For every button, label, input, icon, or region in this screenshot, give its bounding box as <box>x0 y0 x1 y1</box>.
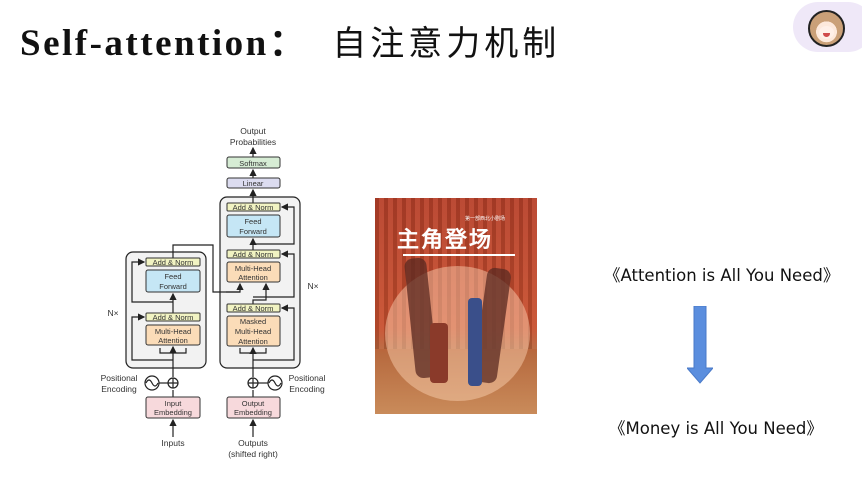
title-cn: 自注意力机制 <box>332 24 561 64</box>
encoder-add-norm-1 <box>145 312 201 322</box>
decoder-feed-forward <box>226 214 281 238</box>
down-arrow-icon <box>687 306 713 384</box>
label-multi-head: Multi-Head <box>235 327 271 336</box>
label-add-norm: Add & Norm <box>233 304 274 313</box>
decoder-add-norm-2 <box>226 249 281 259</box>
label-nx-decoder: N× <box>307 281 318 291</box>
decoder-add-norm-1 <box>226 303 281 313</box>
title-en: Self-attention： <box>20 23 309 64</box>
poster-subtitle: 第一部西北小剧场 <box>465 216 506 222</box>
label-feed: Feed <box>164 272 181 281</box>
label-nx-encoder: N× <box>107 308 118 318</box>
decoder-masked-attention <box>226 315 281 347</box>
label-output: Output <box>240 126 266 136</box>
encoder-block <box>125 251 207 369</box>
encoder-feed-forward <box>145 269 201 293</box>
poster-title: 主角登场 <box>397 228 494 253</box>
label-attention: Attention <box>238 337 268 346</box>
label-positional: Positional <box>101 373 138 383</box>
label-add-norm: Add & Norm <box>153 313 194 322</box>
label-linear: Linear <box>243 179 264 188</box>
label-multi-head: Multi-Head <box>235 264 271 273</box>
label-encoding: Encoding <box>289 384 325 394</box>
label-feed: Feed <box>244 217 261 226</box>
label-attention: Attention <box>158 336 188 345</box>
linear-box <box>226 177 281 189</box>
decoder-add-norm-3 <box>226 202 281 212</box>
label-softmax: Softmax <box>239 159 267 168</box>
label-add-norm: Add & Norm <box>233 203 274 212</box>
poster-image: 第一部西北小剧场 主角登场 <box>375 198 537 414</box>
label-multi-head: Multi-Head <box>155 327 191 336</box>
output-embedding-box <box>226 396 281 419</box>
label-probabilities: Probabilities <box>230 137 276 147</box>
label-forward: Forward <box>159 282 187 291</box>
label-embedding: Embedding <box>154 408 192 417</box>
quote-attention: 《Attention is All You Need》 <box>604 266 840 285</box>
label-inputs: Inputs <box>161 438 184 448</box>
encoder-multi-head-attention <box>145 324 201 346</box>
quote-money: 《Money is All You Need》 <box>609 419 823 438</box>
label-attention: Attention <box>238 273 268 282</box>
label-positional: Positional <box>289 373 326 383</box>
avatar <box>808 10 845 47</box>
slide-title: Self-attention： 自注意力机制 <box>20 12 560 66</box>
softmax-box <box>226 156 281 169</box>
label-outputs: Outputs <box>238 438 268 448</box>
label-embedding: Embedding <box>234 408 272 417</box>
label-shifted-right: (shifted right) <box>228 449 278 459</box>
label-output: Output <box>242 399 265 408</box>
label-add-norm: Add & Norm <box>233 250 274 259</box>
input-embedding-box <box>145 396 201 419</box>
label-masked: Masked <box>240 317 266 326</box>
label-forward: Forward <box>239 227 267 236</box>
label-encoding: Encoding <box>101 384 137 394</box>
decoder-multi-head-attention <box>226 261 281 283</box>
label-add-norm: Add & Norm <box>153 258 194 267</box>
encoder-add-norm-2 <box>145 257 201 267</box>
label-input: Input <box>165 399 183 408</box>
